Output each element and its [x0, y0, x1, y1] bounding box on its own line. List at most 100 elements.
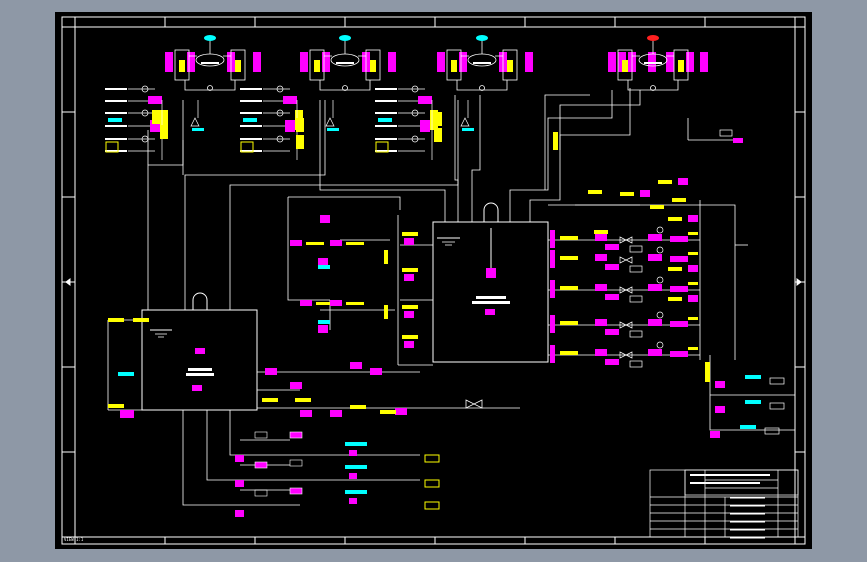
label-stub [473, 62, 491, 64]
instrument-tag [595, 254, 607, 261]
junction-box [289, 487, 303, 495]
instrument-bubble-icon [141, 109, 149, 117]
pipe-line [147, 100, 184, 310]
label-stub [105, 150, 127, 152]
filter-tag [235, 60, 241, 72]
instrument-tag [327, 128, 339, 131]
gate-valve-icon [619, 351, 633, 359]
instrument-tag [560, 321, 578, 325]
junction-box [629, 330, 643, 338]
instrument-tag [118, 372, 134, 376]
instrument-tag [595, 319, 607, 326]
instrument-tag [715, 381, 725, 388]
instrument-tag [745, 400, 761, 404]
junction-box [424, 501, 440, 510]
instrument-tag [404, 238, 414, 245]
filter-tag [253, 52, 261, 72]
instrument-tag [648, 319, 662, 326]
label-stub [105, 125, 127, 127]
instrument-tag [120, 410, 134, 418]
instrument-tag [346, 242, 364, 245]
instrument-tag [235, 480, 244, 487]
instrument-tag [243, 118, 257, 122]
instrument-tag [595, 234, 607, 241]
instrument-tag [235, 455, 244, 462]
instrument-cluster [240, 85, 339, 160]
label-stub [375, 150, 397, 152]
instrument-tag [434, 128, 442, 142]
filter-housing [617, 49, 633, 81]
instrument-tag [650, 205, 664, 209]
junction-box [254, 461, 268, 469]
instrument-tag [296, 135, 304, 149]
instrument-tag [670, 321, 688, 327]
instrument-tag [605, 264, 619, 270]
pipe-line [229, 100, 459, 310]
valve-icon [342, 85, 348, 91]
title-block-stub [730, 505, 765, 507]
instrument-tag [745, 375, 761, 379]
filter-tag [388, 52, 396, 72]
instrument-tag [658, 180, 672, 184]
pump-body-icon [195, 53, 225, 67]
pipe-line [454, 95, 459, 222]
label-stub [240, 125, 262, 127]
instrument-tag [605, 329, 619, 335]
filter-manifold [627, 80, 679, 91]
instrument-tag [350, 362, 362, 369]
instrument-tag [345, 442, 367, 446]
instrument-tag [404, 341, 414, 348]
instrument-tag [290, 240, 302, 246]
filter-units [165, 35, 708, 91]
instrument-tag [688, 295, 698, 302]
filter-tag [459, 52, 467, 72]
instrument-tag [318, 325, 328, 333]
valve-row [550, 311, 698, 338]
instrument-tag [345, 465, 367, 469]
instrument-tag [715, 406, 725, 413]
instrument-tag [560, 351, 578, 355]
instrument-clusters [105, 85, 743, 160]
instrument-tag [594, 230, 608, 234]
pipe-line [709, 355, 795, 431]
filter-tag [322, 52, 330, 72]
instrument-tag [710, 431, 720, 438]
instrument-tag [648, 284, 662, 291]
filter-group [165, 35, 261, 91]
instrument-tag [670, 256, 688, 262]
gate-valve-icon [619, 256, 633, 264]
instrument-tag [588, 190, 602, 194]
filter-group [608, 35, 708, 91]
filter-manifold [456, 80, 508, 91]
filter-housing [446, 49, 462, 81]
pump-body-icon [330, 53, 360, 67]
pump-body-icon [467, 53, 497, 67]
title-block-stub [730, 529, 765, 531]
instrument-tag [395, 408, 407, 415]
valve-row [550, 246, 698, 273]
gate-valve-icon [619, 321, 633, 329]
junction-box [289, 431, 303, 439]
junction-box [629, 245, 643, 253]
label-stub [240, 112, 262, 114]
instrument-tag [550, 345, 555, 363]
filter-housing [502, 49, 518, 81]
instrument-bubble-icon [141, 135, 149, 143]
label-stub [240, 100, 262, 102]
gate-valve-icon [619, 286, 633, 294]
pipe-line [559, 88, 631, 150]
instrument-tag [346, 302, 364, 305]
pipe-line [206, 410, 420, 481]
instrument-tag [235, 510, 244, 517]
label-stub [105, 138, 127, 140]
instrument-tag [402, 335, 418, 339]
instrument-tag [306, 242, 324, 245]
instrument-tag [648, 234, 662, 241]
instrument-tag [740, 425, 756, 429]
instrument-cluster [105, 85, 204, 160]
filter-tag [507, 60, 513, 72]
instrument-tag [320, 215, 330, 223]
bottom-branches [108, 318, 483, 517]
instrument-tag [688, 232, 698, 235]
